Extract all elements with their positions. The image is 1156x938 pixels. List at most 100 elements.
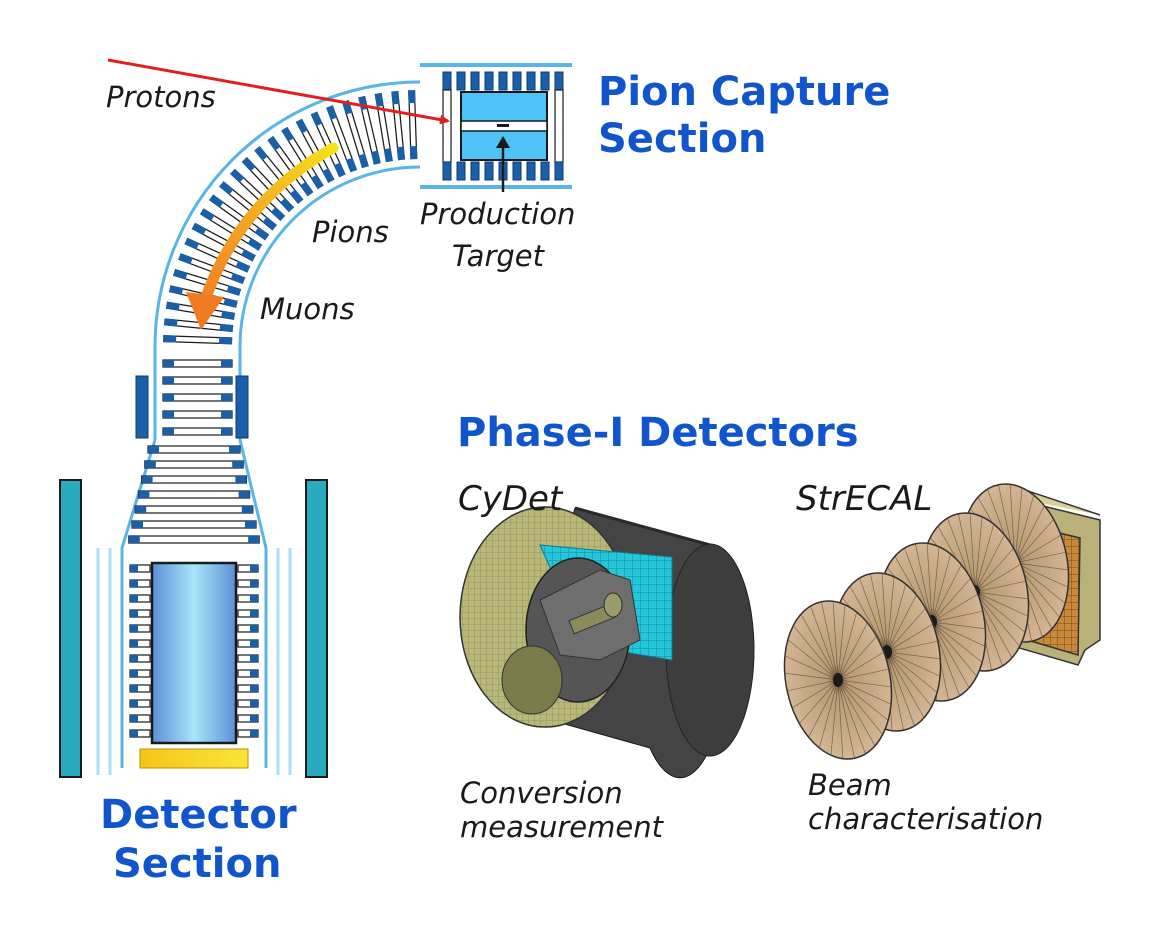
strecal-disc-spoke xyxy=(886,651,925,718)
detector-coil-left xyxy=(141,476,153,483)
transport-coil-inner xyxy=(300,181,314,197)
transport-coil-outer xyxy=(254,146,268,161)
strecal-disc-spoke xyxy=(1014,551,1066,564)
strecal-disc-spoke xyxy=(931,578,971,623)
detector-coil xyxy=(144,460,244,469)
transport-coil-inner xyxy=(370,150,381,165)
strecal-disc-spoke xyxy=(886,640,938,653)
strecal-disc-spoke xyxy=(1014,487,1023,564)
detector-coil-left-cap xyxy=(130,595,138,602)
detector-title-line2: Section xyxy=(113,841,281,887)
strecal-disc-spoke xyxy=(886,651,932,707)
transport-coil-inner xyxy=(163,411,174,418)
transport-coil-inner xyxy=(219,323,234,333)
detector-coil-left xyxy=(144,461,156,468)
detector-coil-left-cap xyxy=(130,610,138,617)
detector-coil-right-cap xyxy=(250,670,258,677)
strecal-disc-spoke xyxy=(974,523,995,593)
transport-coil-outer xyxy=(241,157,256,172)
detector-coil xyxy=(128,535,260,544)
cydet-render xyxy=(459,506,755,779)
transport-coil-inner xyxy=(221,310,236,320)
transport-coil-inner xyxy=(322,168,335,183)
detector-title-line1: Detector xyxy=(100,792,297,838)
strecal-disc-spoke xyxy=(800,614,839,681)
transport-coil-inner xyxy=(235,260,251,273)
strecal-disc-spoke xyxy=(886,651,941,677)
strecal-disc-spoke xyxy=(837,679,883,735)
detector-coil-right-cap xyxy=(250,565,258,572)
detector-coil-left-cap xyxy=(130,715,138,722)
transport-coil-outer xyxy=(295,118,309,134)
detector-coil-left xyxy=(132,521,143,528)
strecal-disc-spoke xyxy=(974,591,1029,600)
detector-coil-right xyxy=(232,461,244,468)
strecal-disc-spoke xyxy=(931,621,986,647)
detector-coil-right xyxy=(245,521,256,528)
phase1-title: Phase-I Detectors xyxy=(457,410,859,456)
transport-coil-outer xyxy=(326,105,338,120)
strecal-disc-spoke xyxy=(886,651,904,731)
capture-coil-bottom xyxy=(526,161,536,181)
detector-coil-right-cap xyxy=(250,655,258,662)
transport-coil-inner xyxy=(280,197,295,213)
detector-coil-right-cap xyxy=(250,700,258,707)
transport-coil-inner xyxy=(163,428,174,435)
strecal-disc-spoke xyxy=(1014,519,1054,564)
detector-coil-right xyxy=(241,506,253,513)
strecal-disc-spoke xyxy=(974,516,983,593)
transport-coil-outer xyxy=(184,237,200,250)
strecal-disc-spoke xyxy=(886,608,926,653)
transport-coil-inner xyxy=(247,237,263,251)
strecal-disc-spoke xyxy=(886,576,895,653)
strecal-disc-spoke xyxy=(793,625,839,681)
strecal-disc-spoke xyxy=(1014,562,1069,571)
detector-coil-right xyxy=(229,446,240,453)
transport-coil-inner xyxy=(226,285,242,296)
transport-coil-outer xyxy=(310,111,323,127)
transport-coil-inner xyxy=(223,297,238,308)
transport-coil-outer xyxy=(163,318,178,327)
proton-beam-arrow xyxy=(107,58,450,125)
strecal-disc-spoke xyxy=(974,563,1022,593)
strecal-disc-spoke xyxy=(931,553,952,623)
strecal-disc-spoke xyxy=(787,679,839,692)
transport-coil-outer xyxy=(221,394,232,401)
detector-coil-right-cap xyxy=(250,715,258,722)
cydet-desc-line2: measurement xyxy=(460,810,665,844)
strecal-disc-spoke xyxy=(926,543,933,623)
detector-coil-right-cap xyxy=(250,640,258,647)
strecal-disc-spoke xyxy=(837,679,876,746)
strecal-name: StrECAL xyxy=(796,479,932,519)
detector-coil xyxy=(141,475,248,484)
strecal-disc-spoke xyxy=(837,636,877,681)
strecal-desc-line2: characterisation xyxy=(808,802,1043,836)
strecal-disc-spoke xyxy=(974,534,1005,593)
capture-title-line1: Pion Capture xyxy=(598,69,890,115)
muons-label: Muons xyxy=(260,292,355,326)
transport-coil-outer xyxy=(391,90,400,105)
detector-coil xyxy=(131,520,257,529)
capture-coil-top xyxy=(554,71,564,91)
strecal-disc xyxy=(783,600,893,760)
detector-coil-right-cap xyxy=(250,730,258,737)
transport-coil-outer xyxy=(168,285,184,296)
detector-coil-left xyxy=(135,506,147,513)
strecal-disc-spoke xyxy=(886,651,938,693)
capture-coil-top xyxy=(540,71,550,91)
strecal-disc-spoke xyxy=(931,610,983,623)
strecal-disc-spoke xyxy=(974,580,1026,593)
strecal-disc-spoke xyxy=(791,679,839,709)
strecal-disc-spoke xyxy=(859,577,888,653)
strecal-disc-spoke xyxy=(931,546,940,623)
strecal-disc-spoke xyxy=(931,621,983,663)
strecal-disc-spoke xyxy=(849,586,888,653)
strecal-disc-spoke xyxy=(821,601,839,681)
strecal-disc-spoke xyxy=(784,655,839,681)
strecal-disc-spoke xyxy=(915,543,933,623)
capture-title-line2: Section xyxy=(598,116,766,162)
transport-coil-outer xyxy=(221,428,232,435)
pions-label: Pions xyxy=(312,215,389,249)
detector-coil-right xyxy=(238,491,250,498)
